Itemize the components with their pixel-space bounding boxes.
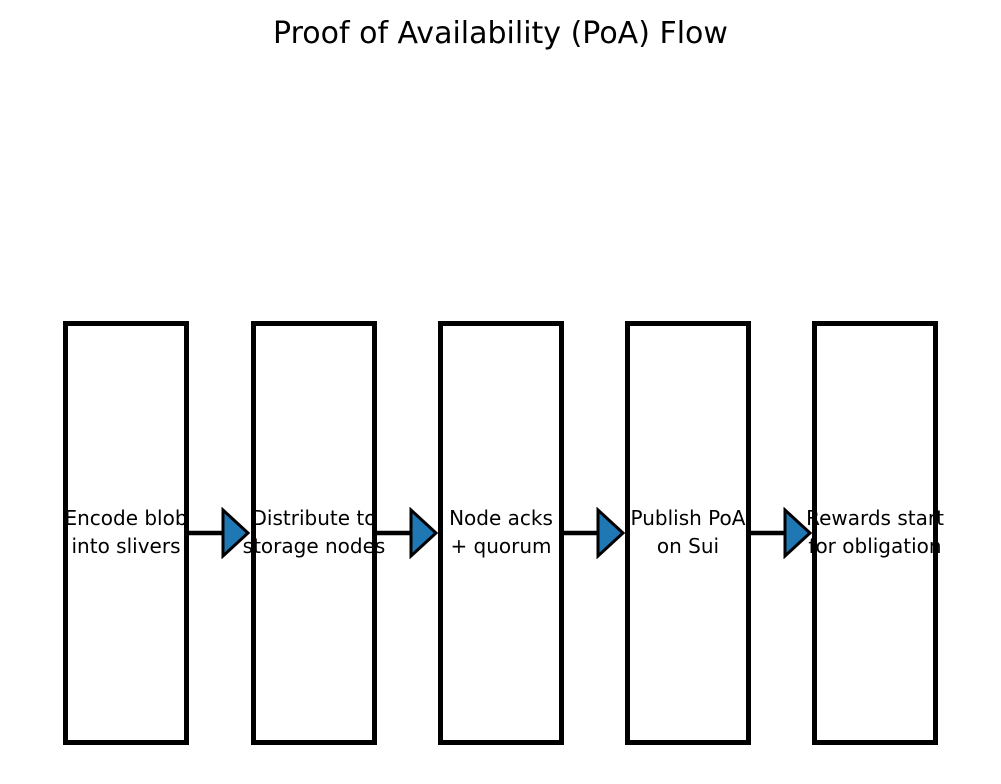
stage-box-publish	[625, 321, 751, 745]
diagram-title: Proof of Availability (PoA) Flow	[273, 16, 728, 51]
stage-label-acks: Node acks + quorum	[449, 506, 553, 558]
stage-label-encode: Encode blob into slivers	[64, 506, 188, 558]
stage-box-encode	[63, 321, 189, 745]
arrow-head	[409, 507, 439, 559]
arrow-head	[596, 507, 626, 559]
flow-arrow-2	[376, 507, 439, 559]
stage-label-publish: Publish PoA on Sui	[630, 506, 746, 558]
stage-label-distribute: Distribute to storage nodes	[242, 506, 386, 558]
stage-box-acks	[438, 321, 564, 745]
flow-arrow-1	[188, 507, 251, 559]
flow-arrow-4	[750, 507, 813, 559]
flow-arrow-3	[563, 507, 626, 559]
arrow-head	[221, 507, 251, 559]
stage-box-distribute	[251, 321, 377, 745]
stage-box-rewards	[812, 321, 938, 745]
stage-label-rewards: Rewards start for obligation	[806, 506, 944, 558]
arrow-head	[783, 507, 813, 559]
